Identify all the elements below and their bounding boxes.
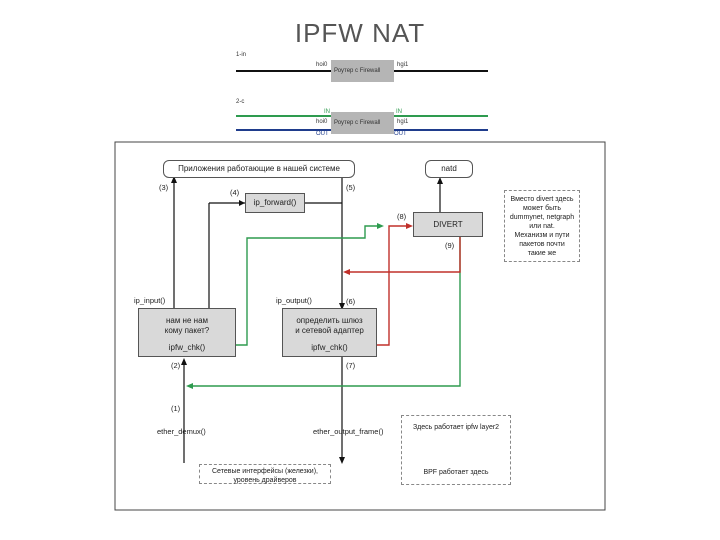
label-4: (4) xyxy=(230,188,240,197)
green-path-to-divert xyxy=(236,225,380,346)
input-box-line: кому пакет? xyxy=(164,326,210,335)
ip-forward-box: ip_forward() xyxy=(245,193,305,213)
diagram2-out-left: OUT xyxy=(316,131,329,137)
diagram2-right-label: hgi1 xyxy=(397,119,409,125)
diagram2-tag: 2-с xyxy=(236,99,245,105)
main-frame xyxy=(114,141,606,511)
router-box-2 xyxy=(331,112,394,134)
divert-note-line: Механизм и пути xyxy=(514,232,570,239)
input-ipfw-chk: ipfw_chk() xyxy=(168,343,206,352)
label-8: (8) xyxy=(397,212,407,221)
label-9: (9) xyxy=(445,241,455,250)
layer2-note: Здесь работает ipfw layer2 BPF работает … xyxy=(401,415,511,485)
label-2: (2) xyxy=(171,361,181,370)
label-7: (7) xyxy=(346,361,356,370)
divert-note: Вместо divert здесь может быть dummynet,… xyxy=(504,190,580,262)
red-path-to-divert xyxy=(377,225,410,346)
input-box-line: нам не нам xyxy=(165,316,209,325)
label-6: (6) xyxy=(346,297,356,306)
label-1: (1) xyxy=(171,404,181,413)
diagram2-left-label: hoi0 xyxy=(316,119,328,125)
label-ether-demux: ether_demux() xyxy=(157,427,206,436)
label-3: (3) xyxy=(159,183,169,192)
green-path-return xyxy=(190,237,461,387)
hardware-note-line: уровень драйверов xyxy=(233,477,297,484)
output-ipfw-chk: ipfw_chk() xyxy=(311,343,348,352)
app-box: Приложения работающие в нашей системе xyxy=(163,160,355,178)
diagram2-in-left: IN xyxy=(324,109,330,115)
diagram2-in-right: IN xyxy=(396,109,402,115)
divert-note-line: Вместо divert здесь xyxy=(510,196,574,203)
router-box-1 xyxy=(331,60,394,82)
output-box-line: определить шлюз xyxy=(296,316,363,325)
label-5: (5) xyxy=(346,183,356,192)
divert-note-line: dummynet, netgraph xyxy=(509,214,575,221)
diagram1-router-label: Роутер с Firewall xyxy=(334,68,381,74)
layer2-note-line2: BPF работает здесь xyxy=(423,469,489,476)
hardware-note: Сетевые интерфейсы (железки), уровень др… xyxy=(199,464,331,484)
diagram1-left-label: hoi0 xyxy=(316,62,328,68)
label-ether-output-frame: ether_output_frame() xyxy=(313,427,384,436)
divert-note-line: может быть xyxy=(522,205,561,212)
label-ip-output: ip_output() xyxy=(276,296,312,305)
divert-box: DIVERT xyxy=(413,212,483,237)
diagram2-router-label: Роутер с Firewall xyxy=(334,120,381,126)
layer2-note-line1: Здесь работает ipfw layer2 xyxy=(412,424,500,431)
label-ip-input: ip_input() xyxy=(134,296,166,305)
diagram1-right-label: hgi1 xyxy=(397,62,409,68)
ip-output-box: определить шлюз и сетевой адаптер ipfw_c… xyxy=(282,308,377,357)
diagram2-out-right: OUT xyxy=(394,131,407,137)
red-path-return xyxy=(346,237,461,273)
page-title: IPFW NAT xyxy=(294,18,426,48)
output-box-line: и сетевой адаптер xyxy=(295,326,364,335)
divert-note-line: пакетов почти xyxy=(519,241,565,248)
diagram1-tag: 1-in xyxy=(236,52,247,58)
divert-note-line: такие же xyxy=(527,250,557,257)
ip-input-box: нам не нам кому пакет? ipfw_chk() xyxy=(138,308,236,357)
hardware-note-line: Сетевые интерфейсы (железки), xyxy=(211,468,318,475)
divert-note-line: или nat. xyxy=(529,223,555,230)
natd-box: natd xyxy=(425,160,473,178)
